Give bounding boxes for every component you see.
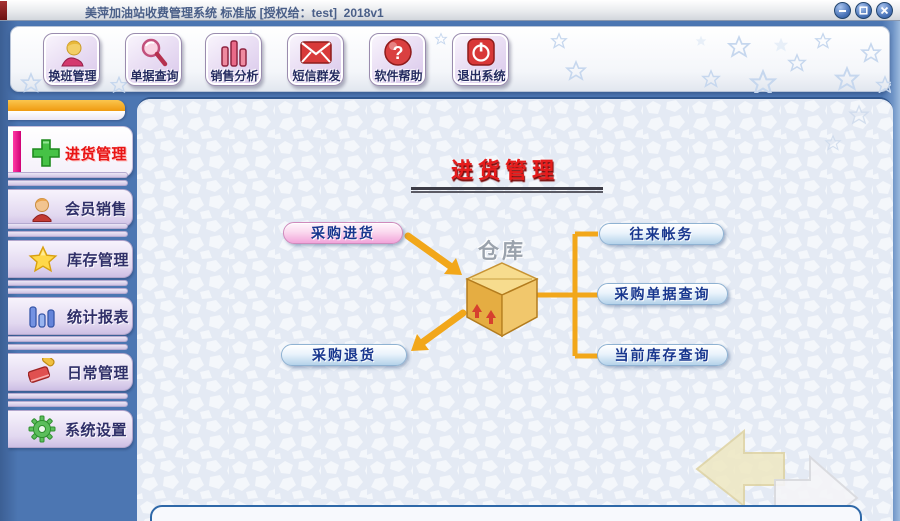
power-icon: [466, 38, 495, 66]
brush-icon: [28, 358, 55, 383]
plus-icon: [32, 139, 60, 167]
selected-marker: [13, 131, 21, 173]
svg-text:?: ?: [392, 43, 403, 63]
member-icon: [32, 198, 52, 222]
sidebar-item-label: 会员销售: [65, 200, 128, 218]
page-title: 进货管理: [450, 158, 559, 183]
link-receipt-query-button[interactable]: 采购单据查询: [597, 283, 728, 305]
maximize-icon: [859, 6, 868, 15]
report-bars-icon: [29, 306, 55, 328]
sidebar-divider: [8, 231, 128, 237]
sidebar-item-member-sales[interactable]: 会员销售: [8, 189, 133, 227]
shift-person-icon: [60, 40, 84, 67]
title-underline: [411, 187, 603, 190]
sidebar-item-system-settings[interactable]: 系统设置: [8, 410, 133, 448]
sidebar-divider: [8, 223, 128, 229]
maximize-button[interactable]: [855, 2, 872, 19]
star-icon: [28, 245, 58, 273]
sidebar-divider: [8, 172, 128, 178]
magnifier-icon: [141, 38, 167, 67]
sidebar-item-statistics-report[interactable]: 统计报表: [8, 297, 133, 335]
bar-chart-icon: [220, 40, 247, 67]
sidebar-divider: [8, 288, 128, 294]
minimize-icon: [839, 10, 846, 12]
help-icon: ?: [383, 38, 412, 66]
sidebar-item-label: 系统设置: [65, 421, 128, 439]
close-button[interactable]: [876, 2, 893, 19]
main-content: 进货管理 采购进货 采购退货 仓库 往来帐务 采购单据查询 当前库存查询: [137, 97, 893, 521]
sidebar-item-label: 统计报表: [67, 308, 130, 326]
receipt-query-button[interactable]: 单据查询: [125, 33, 182, 86]
minimize-button[interactable]: [834, 2, 851, 19]
app-icon: [0, 1, 7, 20]
window-controls: [834, 2, 893, 19]
titlebar: 美萍加油站收费管理系统 标准版 [授权给：test] 2018v1: [0, 0, 900, 21]
sms-broadcast-button[interactable]: 短信群发: [287, 33, 344, 86]
sidebar-item-label: 库存管理: [67, 251, 130, 269]
shift-management-button[interactable]: 换班管理: [43, 33, 100, 86]
software-help-button[interactable]: ? 软件帮助: [369, 33, 426, 86]
warehouse-box-icon: [465, 262, 539, 338]
sidebar-divider: [8, 344, 128, 350]
sidebar-divider: [8, 180, 128, 186]
gear-icon: [28, 415, 56, 443]
sidebar-header-bar: [8, 100, 125, 120]
sidebar-divider: [8, 336, 128, 342]
title-underline: [411, 191, 603, 193]
sidebar-item-purchase-management[interactable]: 进货管理: [8, 126, 133, 177]
sidebar-item-label: 日常管理: [67, 364, 130, 382]
link-accounts-button[interactable]: 往来帐务: [599, 223, 724, 245]
exit-system-button[interactable]: 退出系统: [452, 33, 509, 86]
purchase-in-button[interactable]: 采购进货: [283, 222, 403, 244]
window-title: 美萍加油站收费管理系统 标准版 [授权给：test] 2018v1: [85, 6, 384, 20]
sidebar-divider: [8, 393, 128, 399]
purchase-return-button[interactable]: 采购退货: [281, 344, 407, 366]
sales-analysis-button[interactable]: 销售分析: [205, 33, 262, 86]
toolbar: 换班管理 单据查询 销售分析 短信群发: [10, 26, 891, 93]
bottom-panel: [150, 505, 862, 521]
sidebar-divider: [8, 401, 128, 407]
sidebar-item-label: 进货管理: [65, 146, 128, 163]
link-stock-query-button[interactable]: 当前库存查询: [597, 344, 728, 366]
sidebar-item-daily-management[interactable]: 日常管理: [8, 353, 133, 391]
envelope-icon: [299, 41, 332, 64]
sidebar-item-inventory-management[interactable]: 库存管理: [8, 240, 133, 278]
sidebar-divider: [8, 280, 128, 286]
close-icon: [880, 6, 889, 15]
